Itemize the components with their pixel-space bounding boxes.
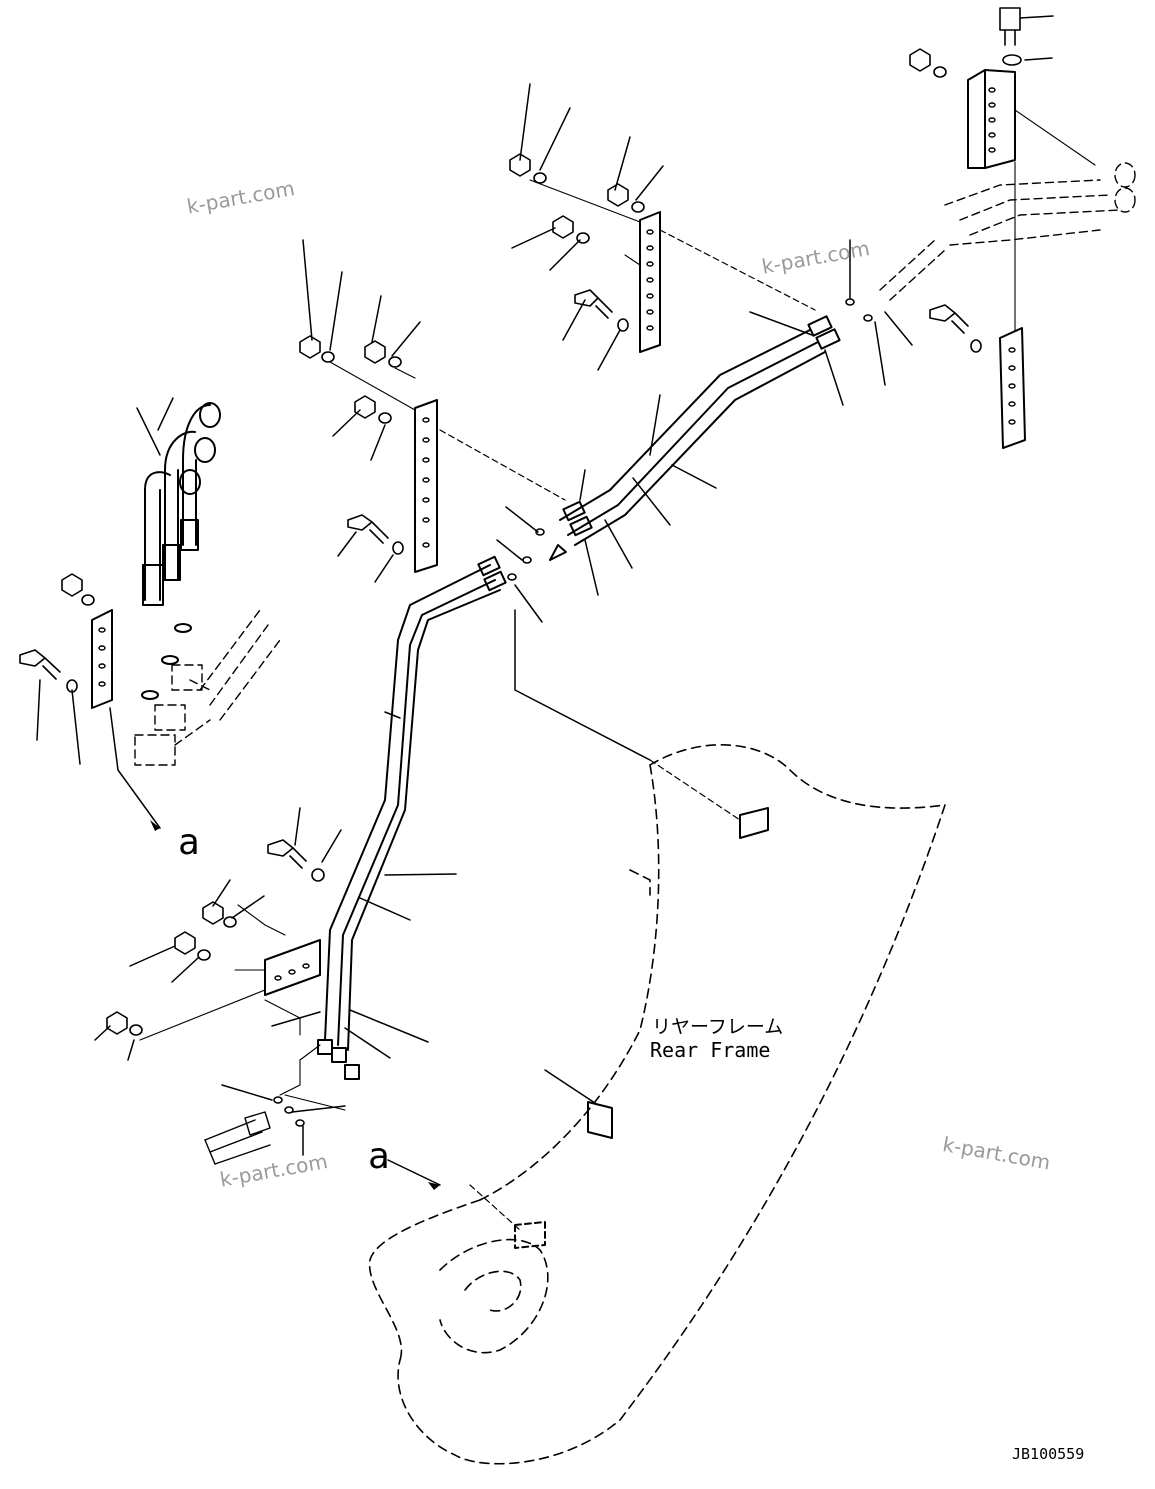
reference-lines bbox=[139, 109, 1096, 1111]
rear-frame-outline bbox=[368, 744, 946, 1465]
fasteners bbox=[19, 7, 1022, 1127]
drawing-code: JB100559 bbox=[1012, 1445, 1085, 1463]
test-port-fittings bbox=[204, 1111, 271, 1165]
ghost-pipes-right bbox=[879, 162, 1136, 301]
view-label-a-bottom: a bbox=[368, 1136, 390, 1177]
bracket-plates bbox=[91, 69, 1026, 1249]
view-arrows bbox=[150, 820, 440, 1190]
left-hose-assembly bbox=[141, 402, 221, 700]
frame-label-jp: リヤーフレーム bbox=[652, 1016, 784, 1038]
dashed-connections bbox=[439, 229, 816, 1231]
frame-label-en: Rear Frame bbox=[650, 1038, 771, 1062]
ghost-pipes-left bbox=[134, 609, 281, 766]
main-pipe-bundle bbox=[324, 329, 826, 1051]
view-label-a-left: a bbox=[178, 822, 200, 863]
pipe-fittings bbox=[317, 315, 841, 1080]
leader-lines bbox=[36, 15, 1054, 1186]
